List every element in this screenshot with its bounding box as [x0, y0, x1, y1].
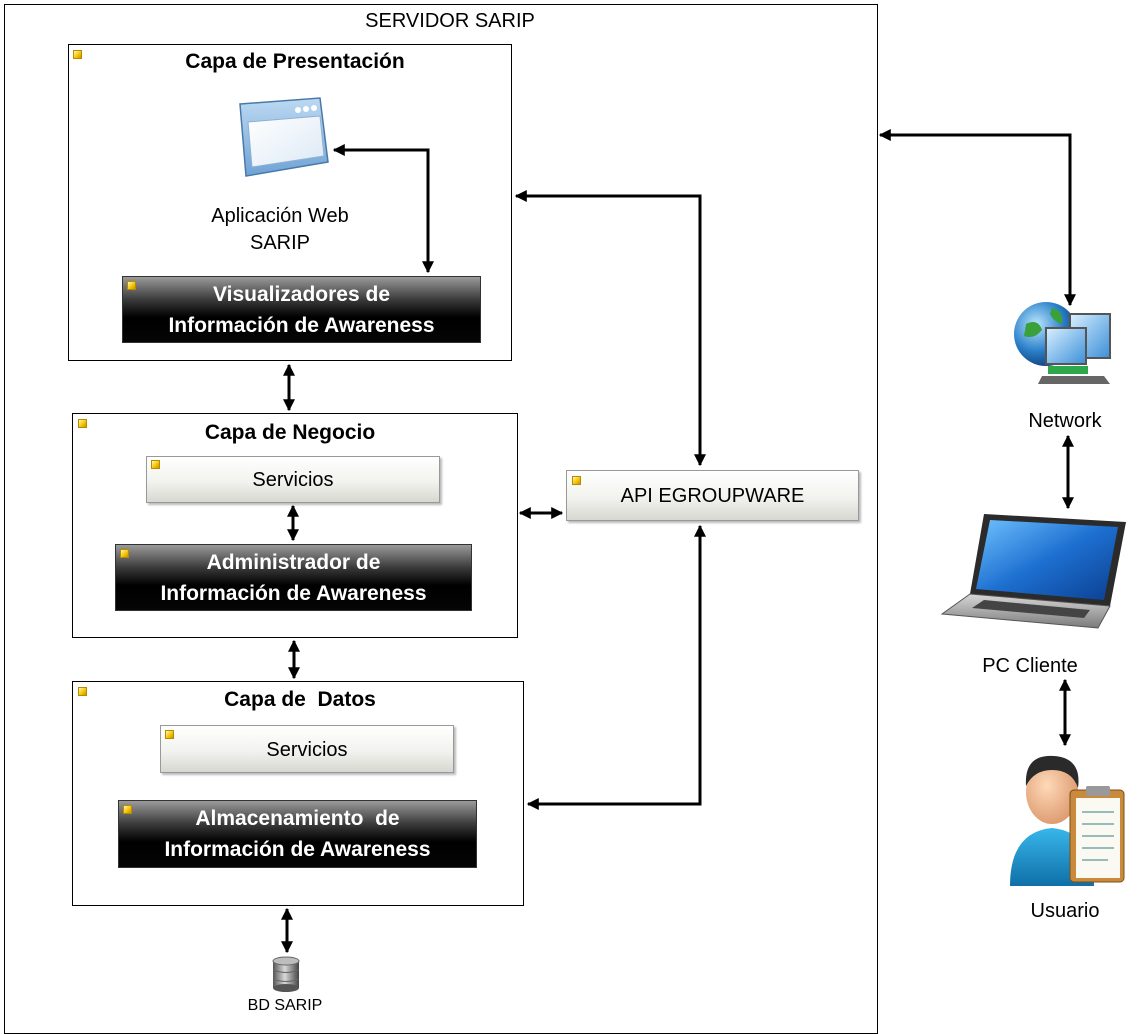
data-marker-icon: [78, 687, 87, 696]
storage-line2: Información de Awareness: [164, 838, 431, 861]
storage-box: Almacenamiento de Información de Awarene…: [118, 800, 477, 868]
business-services-marker-icon: [151, 460, 160, 469]
server-title: SERVIDOR SARIP: [365, 10, 535, 32]
api-box: API EGROUPWARE: [566, 470, 859, 521]
browser-viewer-connector: [332, 144, 434, 274]
viewers-line2: Información de Awareness: [168, 314, 435, 337]
storage-line1: Almacenamiento de: [195, 807, 400, 830]
admin-box: Administrador de Información de Awarenes…: [115, 544, 472, 611]
admin-marker-icon: [120, 549, 129, 558]
viewers-box: Visualizadores de Información de Awarene…: [122, 276, 481, 343]
database-icon: [271, 956, 301, 992]
data-layer: [72, 681, 524, 906]
admin-line1: Administrador de: [206, 551, 381, 574]
viewers-line1: Visualizadores de: [212, 283, 391, 306]
storage-marker-icon: [123, 805, 132, 814]
api-marker-icon: [572, 476, 581, 485]
business-title: Capa de Negocio: [204, 421, 376, 444]
data-services-marker-icon: [165, 730, 174, 739]
laptop-icon: [940, 510, 1130, 636]
business-services-box: Servicios: [146, 456, 440, 503]
data-services-label: Servicios: [266, 739, 348, 761]
browser-window-icon: [236, 96, 330, 180]
presentation-title: Capa de Presentación: [185, 50, 405, 73]
viewers-marker-icon: [127, 281, 136, 290]
api-label: API EGROUPWARE: [620, 485, 805, 507]
data-services-box: Servicios: [160, 725, 454, 773]
app-label-1: Aplicación Web: [211, 205, 349, 227]
admin-line2: Información de Awareness: [160, 582, 427, 605]
pc-label: PC Cliente: [982, 655, 1078, 677]
business-services-label: Servicios: [252, 469, 334, 491]
server-network-connector: [878, 129, 1076, 307]
presentation-marker-icon: [73, 50, 82, 59]
user-with-clipboard-icon: [1008, 748, 1128, 888]
presentation-api-connector: [514, 190, 706, 467]
data-title: Capa de Datos: [224, 688, 376, 711]
app-label-2: SARIP: [249, 232, 311, 254]
user-label: Usuario: [1030, 900, 1100, 922]
network-computers-icon: [1012, 296, 1120, 392]
network-label: Network: [1028, 410, 1102, 432]
api-data-connector: [526, 524, 706, 810]
database-label: BD SARIP: [247, 997, 323, 1014]
business-marker-icon: [78, 419, 87, 428]
